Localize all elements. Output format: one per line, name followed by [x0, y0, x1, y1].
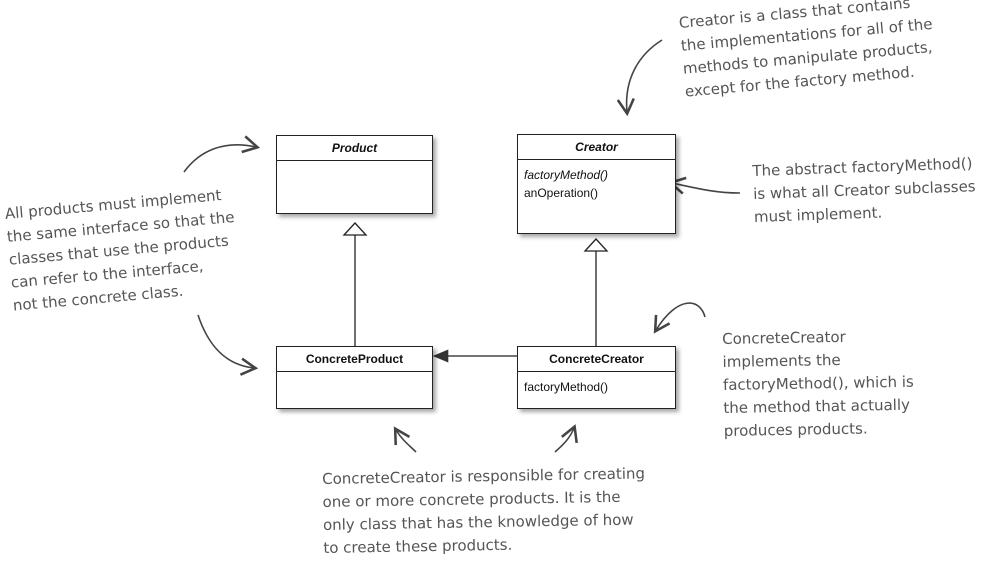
- creator-factory-method-op: factoryMethod(): [524, 168, 609, 182]
- products-annotation: All products must implement the same int…: [4, 183, 241, 317]
- pointer-arrow-to-concrete-creator: [653, 302, 706, 334]
- pointer-arrow-to-product: [183, 135, 261, 173]
- creator-inheritance-triangle: [583, 238, 609, 252]
- pointer-arrow-up-to-concrete-creator: [554, 424, 578, 453]
- annotation-line: produces products.: [723, 419, 868, 440]
- product-class: Product: [276, 135, 433, 214]
- concrete-creator-factory-method-op: factoryMethod(): [524, 380, 609, 394]
- concrete-product-class: ConcreteProduct: [276, 346, 433, 409]
- pointer-arrow-up-to-concrete-product: [393, 426, 417, 453]
- factory-method-annotation: The abstract factoryMethod() is what all…: [752, 152, 977, 229]
- concrete-creator-class: ConcreteCreator factoryMethod(): [517, 346, 676, 409]
- annotation-line: ConcreteCreator: [722, 327, 846, 348]
- creator-class-name: Creator: [518, 135, 675, 160]
- concrete-creator-annotation: ConcreteCreator implements the factoryMe…: [722, 325, 915, 443]
- creator-class: Creator factoryMethod() anOperation(): [517, 134, 676, 234]
- annotation-line: implements the: [722, 350, 841, 371]
- pointer-arrow-to-factory-method: [667, 176, 741, 195]
- product-class-name: Product: [277, 136, 432, 161]
- concrete-product-class-name: ConcreteProduct: [277, 347, 432, 372]
- product-inheritance-triangle: [342, 222, 368, 236]
- annotation-line: factoryMethod(), which is: [722, 372, 914, 394]
- responsibility-annotation: ConcreteCreator is responsible for creat…: [322, 462, 646, 560]
- concrete-creator-class-name: ConcreteCreator: [518, 347, 675, 372]
- pointer-arrow-to-concrete-product: [197, 314, 259, 376]
- creator-an-operation-op: anOperation(): [524, 186, 599, 200]
- pointer-arrow-to-creator: [616, 39, 663, 117]
- annotation-line: the method that actually: [723, 395, 911, 417]
